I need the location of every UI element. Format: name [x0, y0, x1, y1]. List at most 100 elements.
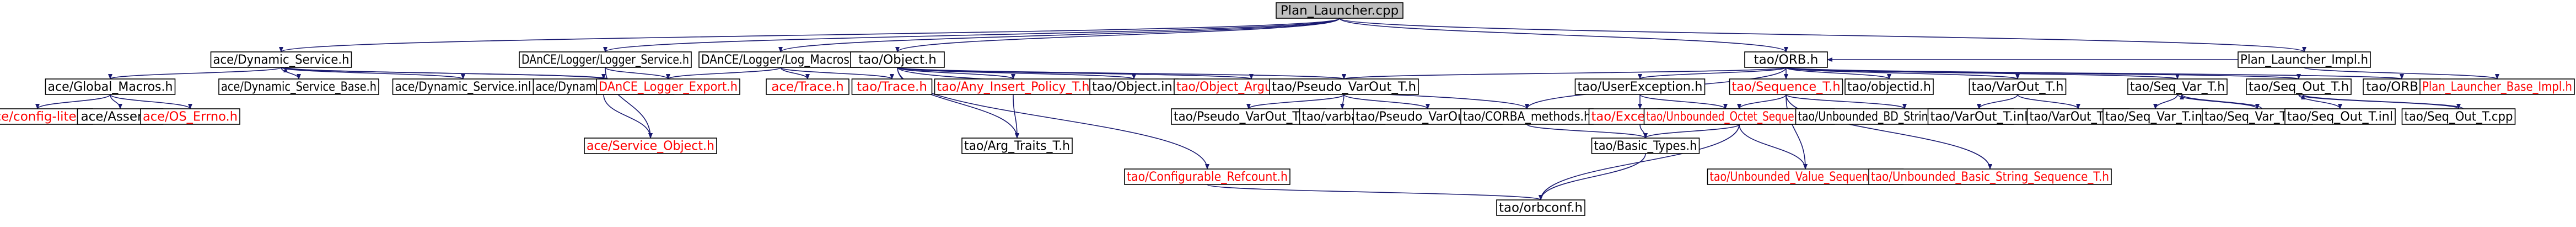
node-label: tao/objectid.h [1847, 80, 1931, 94]
node-tao_seq_out_cpp[interactable]: tao/Seq_Out_T.cpp [2401, 108, 2516, 125]
node-tao_corba_methods_h[interactable]: tao/CORBA_methods.h [1460, 108, 1594, 125]
node-label: ace/Dynamic_Service_Base.h [221, 80, 377, 94]
edge-ace_dyn_service_h-to-ace_global_macros_h [108, 67, 282, 80]
edge-tao_object_h-to-tao_pseudo_varout_h [897, 67, 1346, 80]
node-ace_global_macros_h[interactable]: ace/Global_Macros.h [45, 78, 176, 95]
node-box [1124, 168, 1290, 185]
node-label: tao/Arg_Traits_T.h [964, 139, 1070, 154]
node-box [1729, 78, 1843, 95]
node-tao_objectid_h[interactable]: tao/objectid.h [1844, 78, 1934, 95]
node-dance_logger_export_h[interactable]: DAnCE_Logger_Export.h [596, 78, 740, 95]
node-box [1927, 108, 2031, 125]
node-dance_logger_service_h[interactable]: DAnCE/Logger/Logger_Service.h [519, 51, 692, 68]
node-label: tao/Pseudo_VarOut_T.h [1272, 80, 1416, 94]
node-box [1868, 168, 2112, 185]
node-label: ace/Global_Macros.h [48, 80, 173, 94]
node-tao_sequence_t_h[interactable]: tao/Sequence_T.h [1729, 78, 1843, 95]
node-plan_launcher_impl_h[interactable]: Plan_Launcher_Impl.h [2238, 51, 2371, 68]
edge-tao_corba_methods_h-to-tao_basic_types_h [1526, 124, 1648, 139]
node-tao_pseudo_varout_h[interactable]: tao/Pseudo_VarOut_T.h [1269, 78, 1419, 95]
edge-tao_orb_h-to-tao_varout_t_h [1786, 67, 2020, 80]
node-label: tao/Seq_Var_T.inl [2105, 110, 2206, 124]
node-box [140, 108, 240, 125]
node-ace_dyn_service_base_h[interactable]: ace/Dynamic_Service_Base.h [218, 78, 379, 95]
edge-root-to-tao_orb_h [1339, 18, 1788, 52]
node-box [1460, 108, 1594, 125]
edge-tao_seq_var_cpp-to-tao_seq_var_t_h [2180, 94, 2262, 109]
node-box [2238, 51, 2371, 68]
node-label: tao/Seq_Var_T.h [2130, 80, 2225, 94]
edge-plan_launcher_impl_h-to-plan_launcher_base_impl [2304, 67, 2499, 80]
node-box [1744, 51, 1828, 68]
node-box [2127, 78, 2228, 95]
node-box [851, 78, 933, 95]
node-box [2284, 108, 2396, 125]
node-label: ace/Dynamic_Service.inl [395, 80, 531, 94]
node-tao_seq_var_t_h[interactable]: tao/Seq_Var_T.h [2127, 78, 2228, 95]
node-label: tao/VarOut_T.inl [1930, 110, 2028, 124]
node-tao_arg_traits[interactable]: tao/Arg_Traits_T.h [961, 138, 1073, 154]
node-tao_userexception_h[interactable]: tao/UserException.h [1574, 78, 1706, 95]
node-ace_service_object_h[interactable]: ace/Service_Object.h [584, 138, 717, 154]
node-box [1969, 78, 2067, 95]
edge-root-to-dance_log_macros_h [778, 18, 1340, 52]
edge-tao_unbounded_octet_seq-to-tao_unbounded_value_seq [1739, 124, 1808, 170]
node-label: tao/Object.inl [1092, 80, 1176, 94]
node-ace_trace_h[interactable]: ace/Trace.h [766, 78, 849, 95]
node-label: ace/Service_Object.h [587, 139, 714, 154]
edge-ace_dyn_service_h-to-ace_dyn_service_base_h [281, 67, 301, 80]
edge-ace_global_macros_h-to-ace_assert_h [110, 94, 122, 109]
node-tao_seq_out_t_h[interactable]: tao/Seq_Out_T.h [2246, 78, 2352, 95]
node-tao_unbounded_basic_string_seq[interactable]: tao/Unbounded_Basic_String_Sequence_T.h [1868, 168, 2112, 185]
node-tao_orb_h[interactable]: tao/ORB.h [1744, 51, 1828, 68]
node-ace_dyn_service_inl[interactable]: ace/Dynamic_Service.inl [392, 78, 534, 95]
node-label: Plan_Launcher_Impl.h [2240, 53, 2368, 67]
edge-dance_log_macros_h-to-dance_logger_export_h [666, 67, 781, 80]
node-label: DAnCE_Logger_Export.h [599, 80, 738, 94]
node-tao_trace_h[interactable]: tao/Trace.h [851, 78, 933, 95]
edge-dance_logger_service_h-to-dance_logger_export_h [605, 67, 670, 80]
node-dance_log_macros_h[interactable]: DAnCE/Logger/Log_Macros.h [698, 51, 863, 68]
node-label: DAnCE/Logger/Logger_Service.h [521, 53, 689, 67]
node-label: tao/Seq_Out_T.inl [2287, 110, 2393, 124]
node-tao_configurable_refcount[interactable]: tao/Configurable_Refcount.h [1124, 168, 1290, 185]
edge-tao_seq_out_cpp-to-tao_seq_out_t_h [2301, 94, 2464, 109]
edge-tao_sequence_t_h-to-tao_unbounded_octet_seq [1737, 94, 1787, 109]
node-box [1269, 78, 1419, 95]
node-box [519, 51, 692, 68]
node-root[interactable]: Plan_Launcher.cpp [1276, 2, 1403, 19]
node-label: tao/orbconf.h [1499, 201, 1583, 215]
edge-tao_varout_t_h-to-tao_varout_cpp [2017, 94, 2080, 109]
node-tao_pseudo_varout_cpp[interactable]: tao/Pseudo_VarOut_T.cpp [1171, 108, 1326, 125]
node-ace_dyn_service_h[interactable]: ace/Dynamic_Service.h [210, 51, 352, 68]
edge-tao_orb_h-to-tao_userexception_h [1638, 67, 1787, 80]
node-label: tao/Seq_Out_T.h [2249, 80, 2349, 94]
node-label: ace/Trace.h [771, 80, 844, 94]
node-label: tao/Object.h [858, 53, 937, 67]
node-label: tao/Sequence_T.h [1732, 80, 1841, 94]
node-label: ace/OS_Errno.h [143, 110, 238, 124]
node-tao_object_h[interactable]: tao/Object.h [850, 51, 945, 68]
node-tao_any_insert_policy[interactable]: tao/Any_Insert_Policy_T.h [934, 78, 1093, 95]
node-tao_varout_t_h[interactable]: tao/VarOut_T.h [1969, 78, 2067, 95]
edge-tao_sequence_t_h-to-tao_unbounded_objref_seq [1786, 94, 1907, 109]
node-ace_os_errno_h[interactable]: ace/OS_Errno.h [140, 108, 240, 125]
node-tao_seq_out_inl[interactable]: tao/Seq_Out_T.inl [2284, 108, 2396, 125]
node-label: tao/CORBA_methods.h [1463, 110, 1591, 124]
edge-tao_orb_h-to-tao_orb_inl [1786, 67, 2404, 80]
edge-tao_configurable_refcount-to-tao_orbconf_h [1207, 184, 1543, 200]
node-label: tao/Basic_Types.h [1594, 139, 1697, 154]
edge-tao_basic_types_h-to-tao_orbconf_h [1539, 153, 1646, 200]
node-label: tao/UserException.h [1578, 80, 1703, 94]
edge-tao_object_h-to-tao_arg_traits [897, 67, 1019, 139]
node-tao_orbconf_h[interactable]: tao/orbconf.h [1496, 199, 1585, 216]
node-tao_object_inl[interactable]: tao/Object.inl [1089, 78, 1179, 95]
node-tao_basic_types_h[interactable]: tao/Basic_Types.h [1591, 138, 1700, 154]
node-plan_launcher_base_impl[interactable]: Plan_Launcher_Base_Impl.h [2419, 78, 2575, 95]
edge-ace_global_macros_h-to-ace_config_lite_h [35, 94, 111, 109]
node-tao_seq_var_inl[interactable]: tao/Seq_Var_T.inl [2102, 108, 2208, 125]
node-label: Plan_Launcher_Base_Impl.h [2422, 80, 2572, 94]
edge-tao_orb_h-to-tao_pseudo_varout_h [1342, 67, 1787, 80]
node-tao_varout_inl[interactable]: tao/VarOut_T.inl [1927, 108, 2031, 125]
